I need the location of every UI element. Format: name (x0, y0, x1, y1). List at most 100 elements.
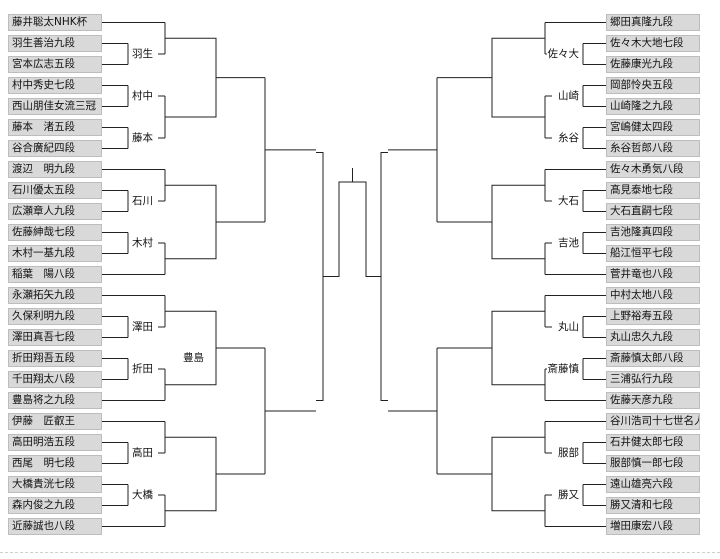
right-player-entry: 中村太地八段 (606, 287, 700, 304)
left-r1-winner-label: 大橋 (131, 489, 154, 501)
right-r1-pair-line (582, 232, 606, 254)
left-r1-pair-line (102, 316, 129, 338)
left-r1-pair-line (102, 358, 129, 380)
left-player-entry: 木村一基九段 (8, 245, 102, 262)
right-r1-winner-label: 勝又 (557, 489, 580, 501)
right-r4-bracket-line (436, 77, 492, 223)
right-player-entry: 三浦弘行九段 (606, 371, 700, 388)
left-r4-bracket-line (216, 77, 266, 223)
left-r3-bracket-line (208, 184, 217, 260)
right-player-entry: 佐々木大地七段 (606, 35, 700, 52)
right-r1-winner-label: 大石 (557, 195, 580, 207)
right-r1-pair-line (582, 190, 606, 212)
left-player-entry: 渡辺 明九段 (8, 161, 102, 178)
right-player-entry: 佐藤康光九段 (606, 56, 700, 73)
right-r1-pair-line (582, 316, 606, 338)
left-player-entry: 石川優太五段 (8, 182, 102, 199)
left-r1-winner-label: 羽生 (131, 48, 154, 60)
right-player-entry: 服部慎一郎七段 (606, 455, 700, 472)
left-player-entry: 久保利明九段 (8, 308, 102, 325)
left-player-entry: 稲葉 陽八段 (8, 266, 102, 283)
left-player-entry: 高田明浩五段 (8, 434, 102, 451)
left-r1-winner-label: 藤本 (131, 132, 154, 144)
right-player-entry: 岡部怜央五段 (606, 77, 700, 94)
right-player-entry: 佐藤天彦九段 (606, 392, 700, 409)
left-player-entry: 羽生善治九段 (8, 35, 102, 52)
left-player-entry: 千田翔太八段 (8, 371, 102, 388)
left-sf-feed-line (265, 149, 316, 412)
left-player-entry: 宮本広志五段 (8, 56, 102, 73)
left-r1-pair-line (102, 190, 129, 212)
left-sf-bracket-line (316, 152, 324, 401)
right-r3-bracket-line (491, 310, 500, 386)
right-r1-winner-label: 山崎 (557, 90, 580, 102)
left-player-entry: 広瀬章人九段 (8, 203, 102, 220)
right-player-entry: 大石直嗣七段 (606, 203, 700, 220)
right-r1-pair-line (582, 484, 606, 506)
right-r1-winner-label: 服部 (557, 447, 580, 459)
left-player-entry: 藤井聡太NHK杯 (8, 14, 102, 31)
left-player-entry: 村中秀史七段 (8, 77, 102, 94)
right-player-entry: 勝又清和七段 (606, 497, 700, 514)
right-player-entry: 郷田真隆九段 (606, 14, 700, 31)
left-player-entry: 折田翔吾五段 (8, 350, 102, 367)
right-r1-pair-line (582, 127, 606, 149)
left-player-entry: 西山朋佳女流三冠 (8, 98, 102, 115)
right-player-entry: 谷川浩司十七世名人 (606, 413, 700, 430)
right-r1-winner-label: 斎藤慎 (546, 363, 580, 375)
bottom-divider (0, 552, 720, 553)
right-player-entry: 丸山忠久九段 (606, 329, 700, 346)
right-r1-pair-line (582, 43, 606, 65)
right-r3-bracket-line (491, 436, 500, 512)
right-sf-feed-line (388, 149, 437, 412)
right-r1-pair-line (582, 358, 606, 380)
right-player-entry: 菅井竜也八段 (606, 266, 700, 283)
left-r2-winner-label: 豊島 (182, 352, 205, 364)
left-player-entry: 森内俊之九段 (8, 497, 102, 514)
left-r3-bracket-line (208, 436, 217, 512)
right-player-entry: 石井健太郎七段 (606, 434, 700, 451)
left-player-entry: 大橋貴洸七段 (8, 476, 102, 493)
right-r1-winner-label: 吉池 (557, 237, 580, 249)
right-player-entry: 宮嶋健太四段 (606, 119, 700, 136)
right-r1-pair-line (582, 85, 606, 107)
left-player-entry: 伊藤 匠叡王 (8, 413, 102, 430)
right-final-feed-line (358, 181, 381, 277)
left-r4-bracket-line (216, 347, 266, 475)
left-r1-pair-line (102, 85, 129, 107)
right-player-entry: 山崎隆之九段 (606, 98, 700, 115)
right-player-entry: 船江恒平七段 (606, 245, 700, 262)
left-r1-pair-line (102, 484, 129, 506)
left-r1-winner-label: 村中 (131, 90, 154, 102)
left-r3-bracket-line (208, 37, 217, 118)
right-r1-winner-label: 糸谷 (557, 132, 580, 144)
left-r3-bracket-line (208, 310, 217, 386)
right-player-entry: 上野裕寿五段 (606, 308, 700, 325)
left-r1-winner-label: 石川 (131, 195, 154, 207)
right-r3-bracket-line (491, 37, 500, 118)
right-r4-bracket-line (436, 347, 492, 475)
left-r1-pair-line (102, 442, 129, 464)
left-r1-winner-label: 木村 (131, 237, 154, 249)
right-r1-winner-label: 丸山 (557, 321, 580, 333)
right-r1-winner-label: 佐々大 (546, 48, 580, 60)
right-player-entry: 遠山雄亮六段 (606, 476, 700, 493)
left-r1-winner-label: 澤田 (131, 321, 154, 333)
left-r1-winner-label: 折田 (131, 363, 154, 375)
left-player-entry: 藤本 渚五段 (8, 119, 102, 136)
left-player-entry: 豊島将之九段 (8, 392, 102, 409)
left-player-entry: 谷合廣紀四段 (8, 140, 102, 157)
right-player-entry: 糸谷哲郎八段 (606, 140, 700, 157)
right-player-entry: 斎藤慎太郎八段 (606, 350, 700, 367)
left-player-entry: 澤田真吾七段 (8, 329, 102, 346)
left-r1-pair-line (102, 232, 129, 254)
right-r3-bracket-line (491, 184, 500, 260)
left-r1-pair-line (102, 43, 129, 65)
left-r1-pair-line (102, 127, 129, 149)
right-player-entry: 佐々木勇気八段 (606, 161, 700, 178)
left-player-entry: 佐藤紳哉七段 (8, 224, 102, 241)
final-bracket-line (338, 168, 367, 210)
left-player-entry: 永瀬拓矢九段 (8, 287, 102, 304)
left-final-feed-line (323, 181, 347, 277)
